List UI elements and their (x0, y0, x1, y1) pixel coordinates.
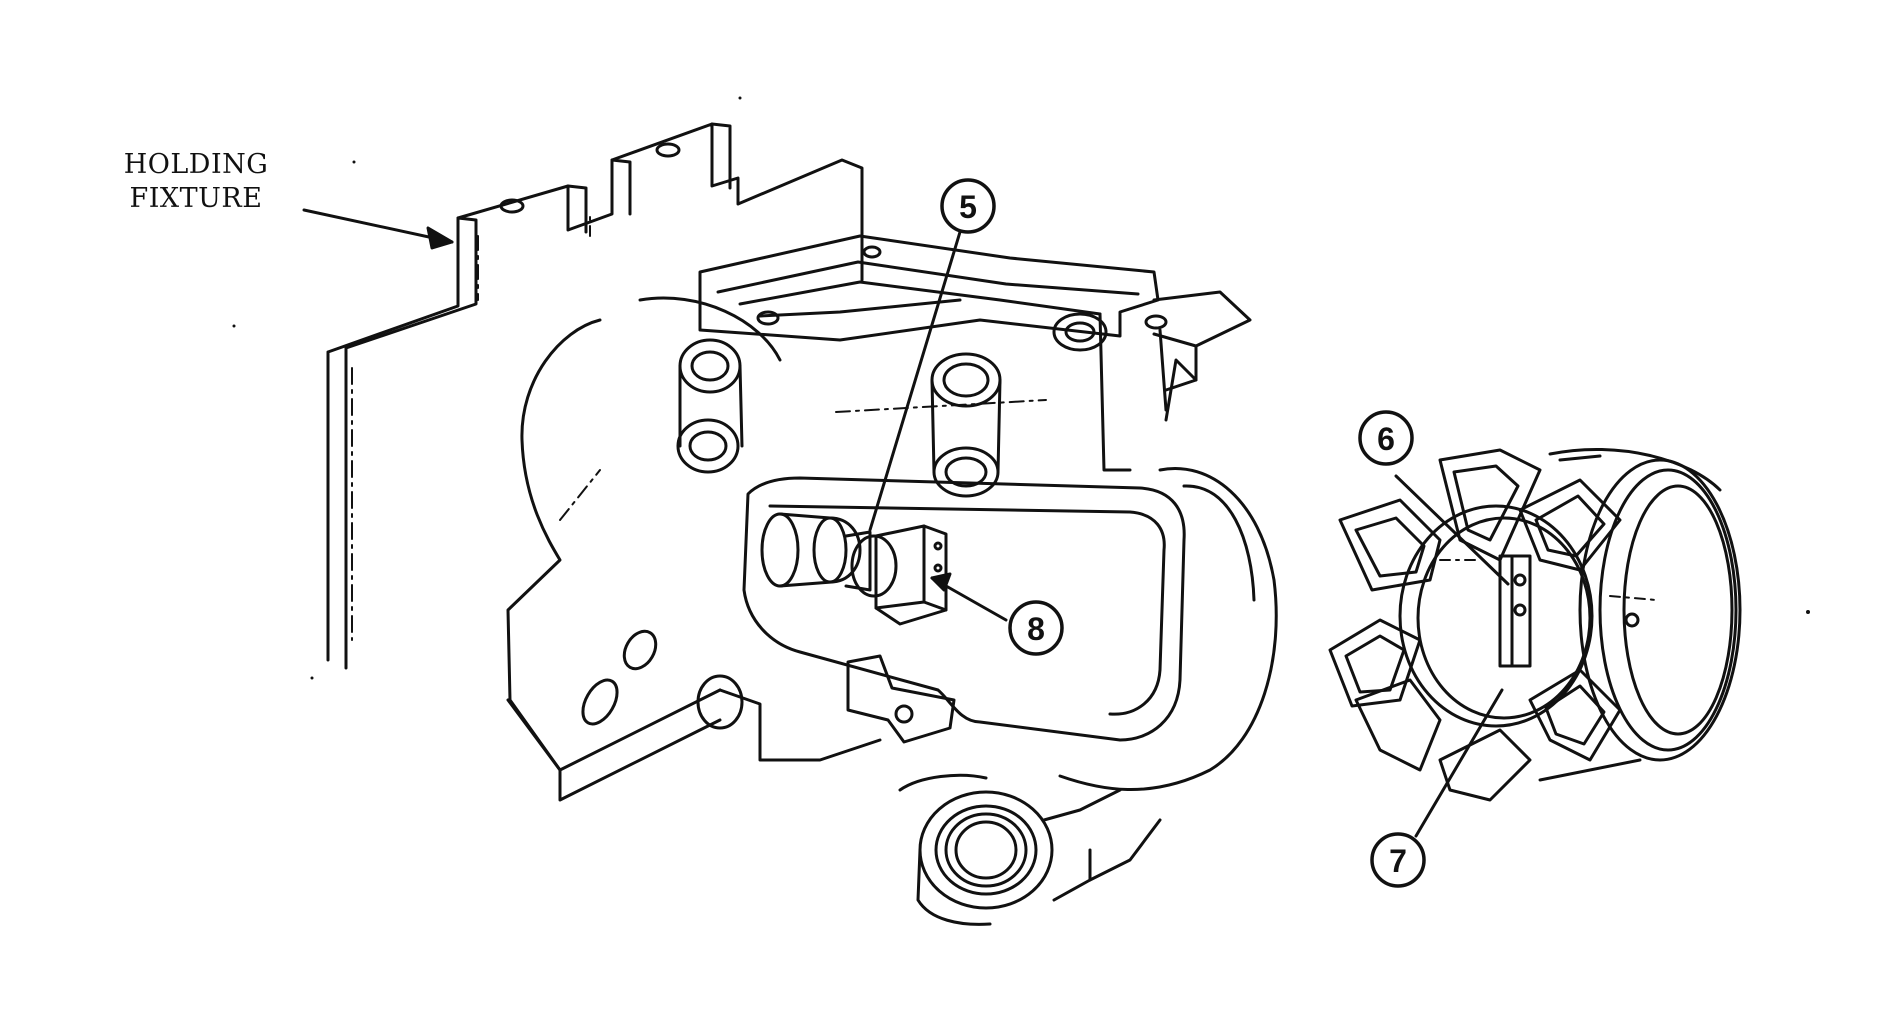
callout-6: 6 (1358, 410, 1414, 466)
callout-5-label: 5 (959, 189, 977, 225)
callout-8: 8 (1008, 600, 1064, 656)
holding-fixture-label-line1: HOLDING (123, 149, 269, 180)
scan-specks (232, 96, 1810, 680)
pump-housing (506, 234, 1278, 926)
callout-7: 7 (1370, 832, 1426, 888)
holding-fixture (302, 122, 864, 670)
holding-fixture-label-line2: FIXTURE (129, 183, 263, 214)
callout-leaders (868, 230, 1510, 838)
callout-7-label: 7 (1389, 843, 1407, 879)
callout-6-label: 6 (1377, 421, 1395, 457)
holding-fixture-label: HOLDING FIXTURE (86, 148, 306, 216)
callout-5: 5 (940, 178, 996, 234)
rotor-assembly (1328, 447, 1742, 802)
callout-8-label: 8 (1027, 611, 1045, 647)
